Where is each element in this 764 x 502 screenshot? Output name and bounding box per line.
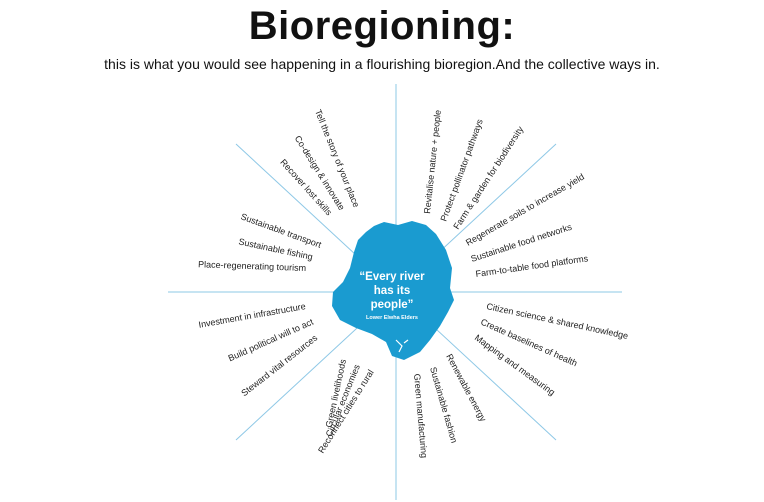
estuary-detail <box>395 339 409 353</box>
center-quote: “Every river has its people” Lower Elwha… <box>359 271 425 321</box>
sector-label: Protect pollinator pathways <box>438 117 485 222</box>
page-title: Bioregioning: <box>248 4 516 48</box>
sector-label: Revitalise nature + people <box>422 109 443 214</box>
quote-attribution: Lower Elwha Elders <box>366 315 418 321</box>
sector-right-lower: Citizen science & shared knowledgeCreate… <box>473 301 629 397</box>
sector-label: Sustainable fashion <box>428 366 459 444</box>
quote-line-2: has its <box>374 285 410 297</box>
bioregion-shape <box>332 221 454 360</box>
page-subtitle: this is what you would see happening in … <box>104 56 660 72</box>
quote-line-3: people” <box>371 299 414 311</box>
sector-label: Mapping and measuring <box>473 333 557 398</box>
sector-label: Green manufacturing <box>412 373 429 458</box>
quote-line-1: “Every river <box>359 271 425 283</box>
sector-label: Place-regenerating tourism <box>198 259 306 273</box>
sector-label: Build political will to act <box>227 316 316 363</box>
